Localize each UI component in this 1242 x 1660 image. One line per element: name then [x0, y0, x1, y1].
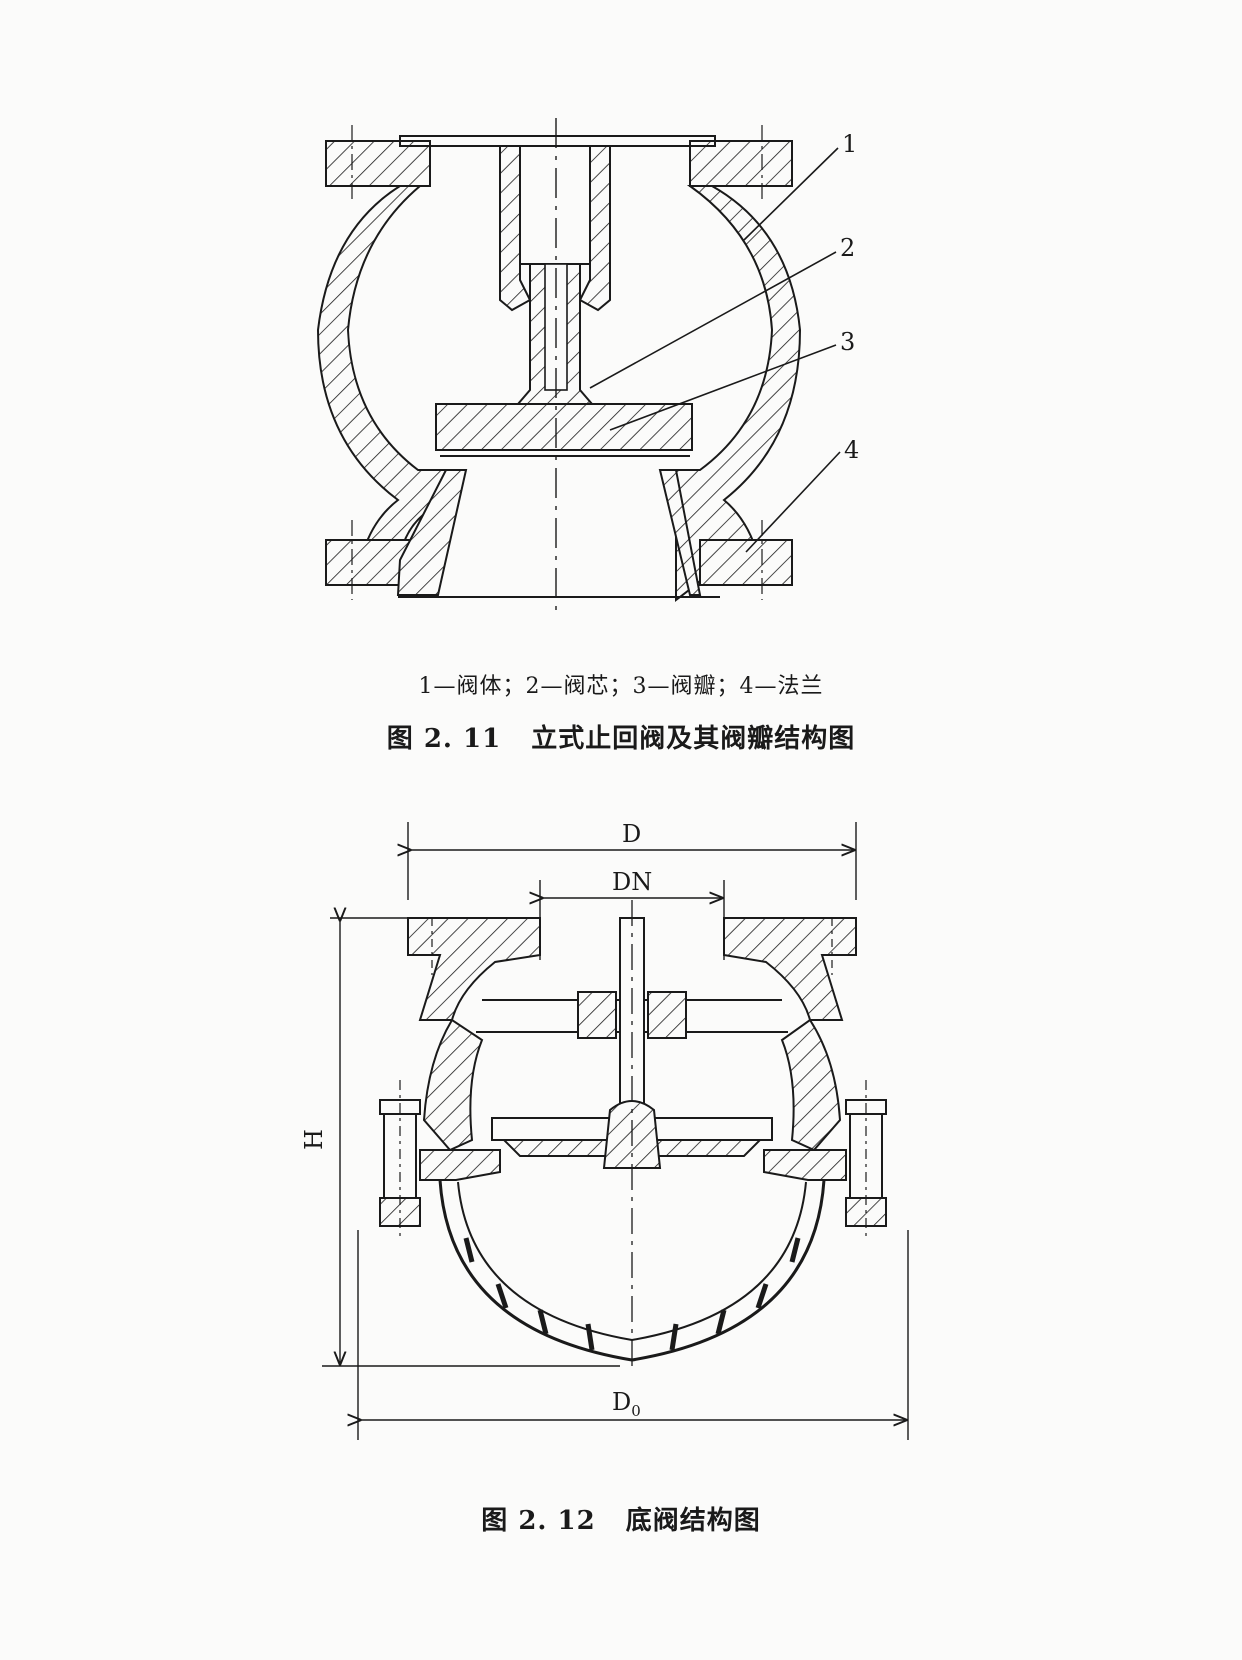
dim-DN-label: DN — [612, 868, 652, 896]
figure2-caption-title: 底阀结构图 — [625, 1506, 761, 1536]
guide-bush-left — [577, 991, 617, 1039]
top-flange-left — [325, 140, 431, 187]
dim-D0-label: D0 — [612, 1388, 641, 1420]
leader-3 — [609, 344, 837, 431]
leader-4 — [745, 451, 841, 553]
foot-valve-body-left — [422, 1018, 484, 1152]
foot-valve-top-flange — [407, 917, 541, 1021]
check-valve-diagram: 1 2 3 4 — [316, 118, 859, 610]
figure2-caption-number: 图 2. 12 — [481, 1506, 596, 1536]
figure2-caption: 图 2. 12 底阀结构图 — [0, 1500, 1242, 1537]
mid-flange-right — [763, 1149, 847, 1181]
mid-flange-left — [419, 1149, 501, 1181]
bonnet-cover — [399, 135, 716, 147]
guide-bush-right — [647, 991, 687, 1039]
top-flange-right — [689, 140, 793, 187]
foot-valve-top-flange-right — [723, 917, 857, 1021]
figure1-caption: 图 2. 11 立式止回阀及其阀瓣结构图 — [0, 718, 1242, 755]
figure1-legend: 1—阀体；2—阀芯；3—阀瓣；4—法兰 — [418, 674, 824, 699]
bolt-right — [845, 1080, 887, 1240]
foot-valve-body-right — [780, 1018, 842, 1152]
valve-disc — [435, 403, 693, 451]
bottom-flange-right — [699, 539, 793, 586]
leader-1 — [743, 147, 839, 241]
foot-valve-disc — [491, 1117, 773, 1141]
seat-right — [658, 469, 702, 596]
bolt-left — [379, 1080, 421, 1240]
figure1-caption-title: 立式止回阀及其阀瓣结构图 — [531, 724, 856, 754]
dim-H-label: H — [300, 1129, 328, 1150]
leader-2 — [589, 251, 837, 389]
guide-bore — [519, 145, 591, 265]
guide-tube-right — [578, 145, 611, 312]
strainer-slots — [463, 1237, 801, 1351]
figure1-caption-number: 图 2. 11 — [386, 724, 502, 754]
callout-3: 3 — [840, 328, 855, 356]
dim-D-label: D — [622, 820, 641, 848]
seat-left — [396, 469, 468, 596]
callout-4: 4 — [844, 436, 859, 464]
callout-1: 1 — [842, 130, 857, 158]
callout-2: 2 — [840, 234, 855, 262]
foot-valve-diagram: D DN — [300, 820, 909, 1440]
